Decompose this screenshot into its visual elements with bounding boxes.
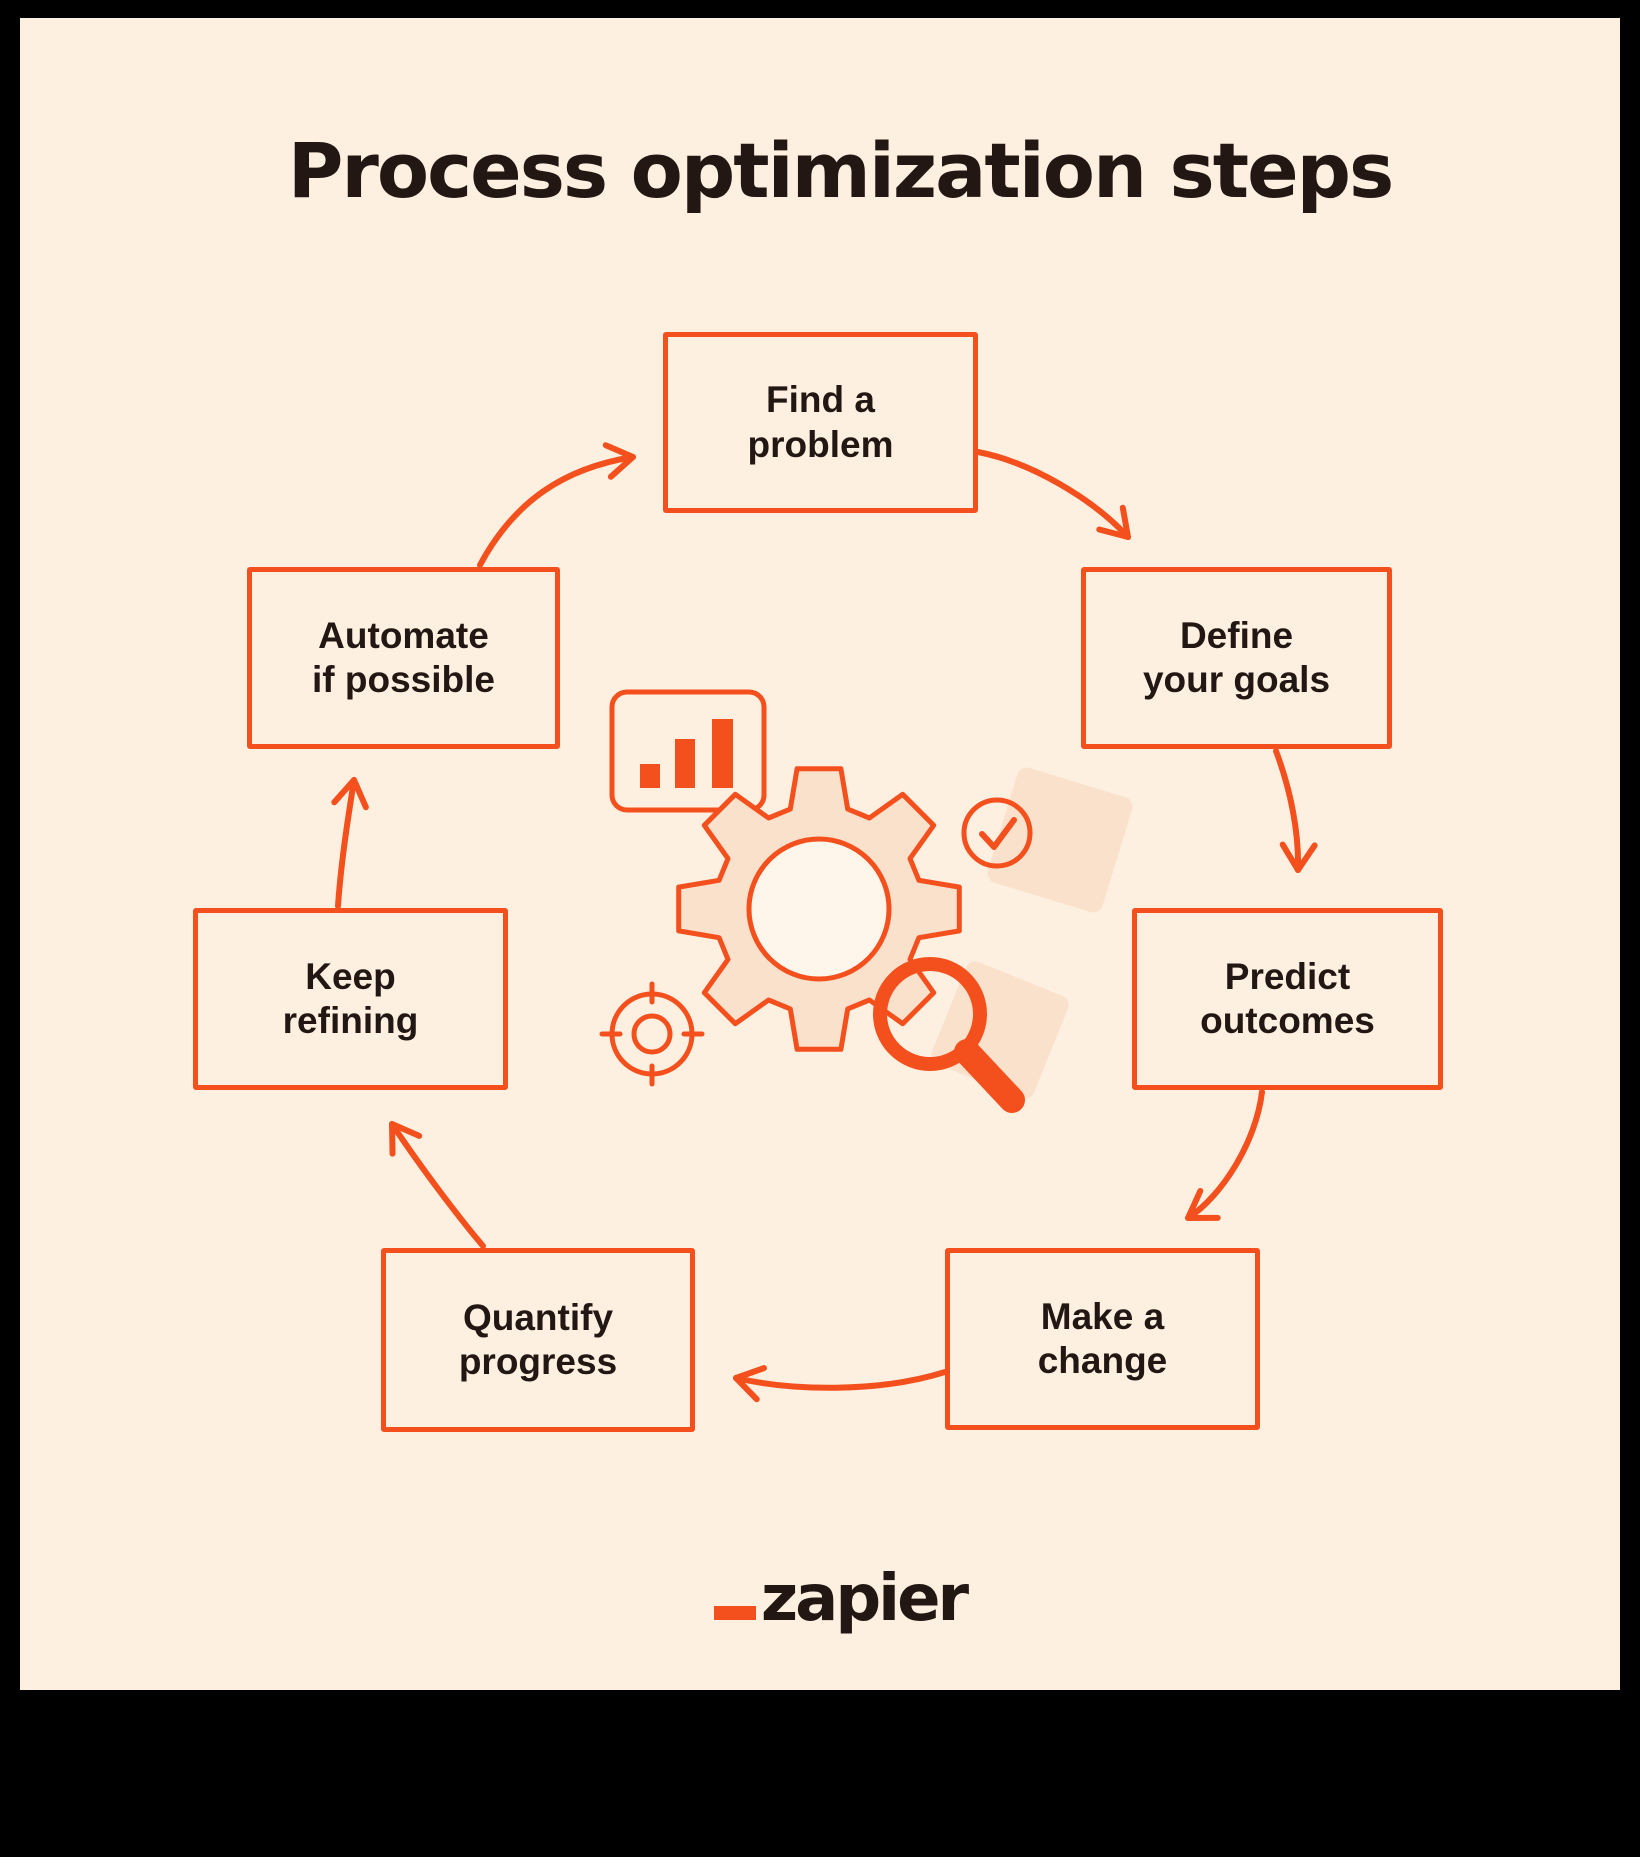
step-label: Predict outcomes xyxy=(1200,955,1375,1041)
page-title: Process optimization steps xyxy=(287,126,1395,215)
step-box-automate-if-possible: Automate if possible xyxy=(247,567,560,749)
step-label: Find a problem xyxy=(747,379,894,465)
step-label: Make a change xyxy=(1037,1295,1168,1381)
step-box-predict-outcomes: Predict outcomes xyxy=(1132,908,1443,1090)
logo-underscore xyxy=(713,1606,756,1620)
step-box-make-a-change: Make a change xyxy=(945,1248,1260,1430)
logo-text: zapier xyxy=(760,1562,969,1636)
step-label: Quantify progress xyxy=(458,1296,618,1382)
canvas: Process optimization steps zapier xyxy=(20,18,1620,1690)
step-label: Automate if possible xyxy=(312,614,495,700)
step-label: Keep refining xyxy=(282,955,419,1041)
step-box-quantify-progress: Quantify progress xyxy=(381,1248,695,1432)
step-box-find-a-problem: Find a problem xyxy=(663,332,978,513)
step-label: Define your goals xyxy=(1142,614,1331,700)
step-box-keep-refining: Keep refining xyxy=(193,908,508,1090)
zapier-logo: zapier xyxy=(40,1562,1640,1636)
step-box-define-your-goals: Define your goals xyxy=(1081,567,1392,749)
